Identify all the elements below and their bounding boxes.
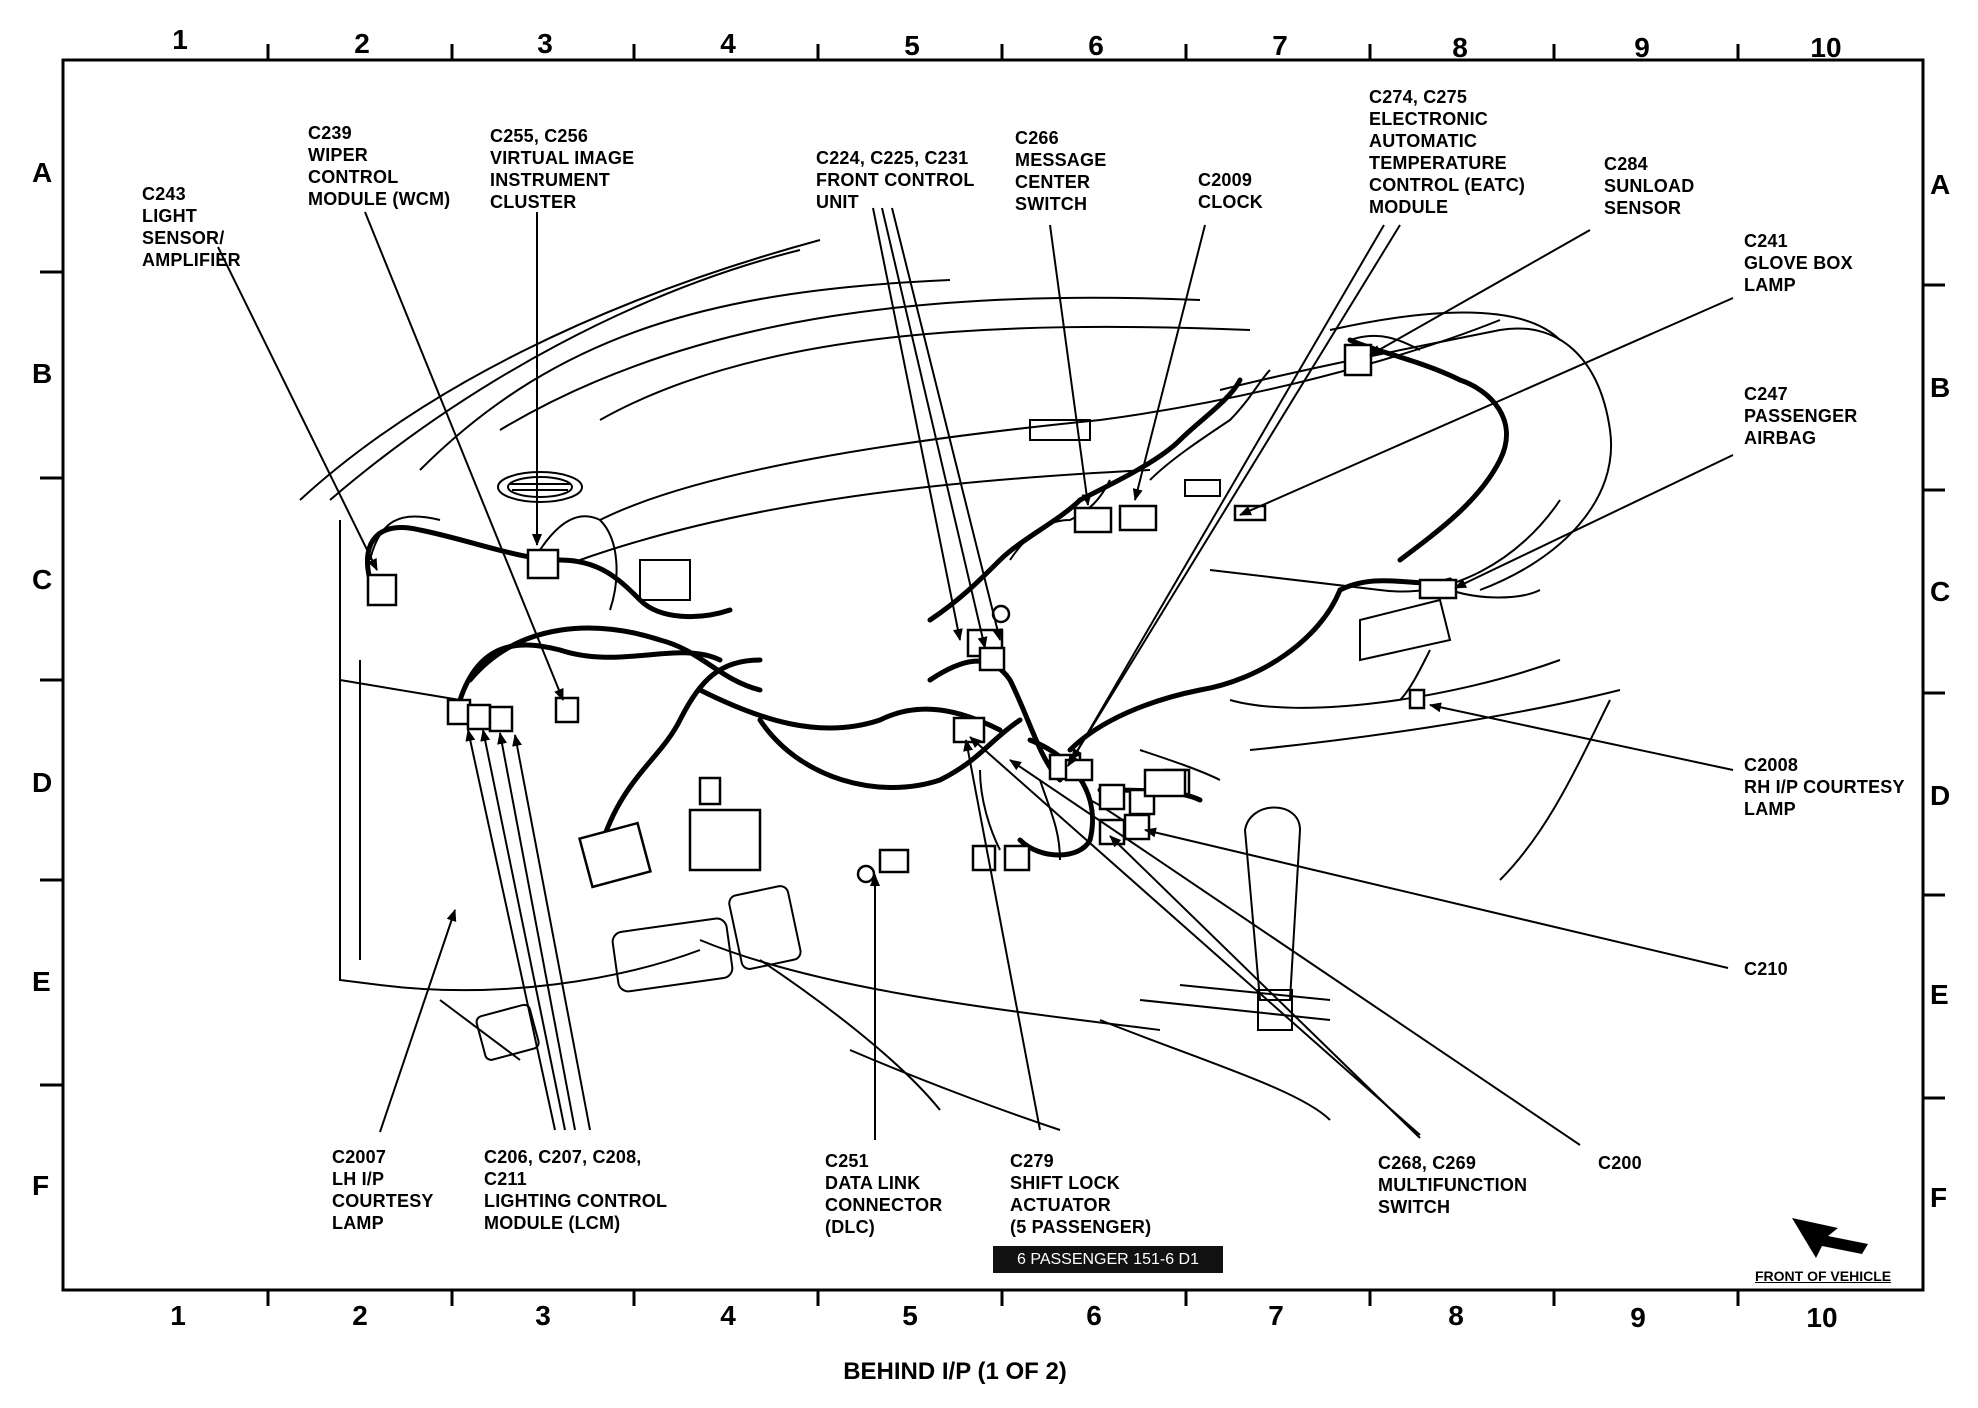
grid-row-right-d: D [1930,780,1951,811]
grid-row-right-f: F [1930,1182,1948,1213]
label-c268-multifunction-switch: C268, C269 MULTIFUNCTION SWITCH [1378,1153,1528,1217]
grid-row-right-e: E [1930,979,1949,1010]
connectors [366,343,1458,889]
grid-col-top-6: 6 [1088,30,1104,61]
grid-col-bottom-4: 4 [720,1300,736,1331]
grid-col-top-7: 7 [1272,30,1288,61]
label-c2007-lh-courtesy-lamp: C2007 LH I/P COURTESY LAMP [332,1147,434,1233]
grid-col-bottom-5: 5 [902,1300,918,1331]
label-c274-eatc-module: C274, C275 ELECTRONIC AUTOMATIC TEMPERAT… [1369,87,1526,217]
grid-col-bottom-6: 6 [1086,1300,1102,1331]
label-c243-light-sensor: C243 LIGHT SENSOR/ AMPLIFIER [142,184,241,270]
grid-row-right-c: C [1930,576,1951,607]
label-c284-sunload-sensor: C284 SUNLOAD SENSOR [1604,154,1695,218]
grid-row-left-c: C [32,564,53,595]
grid-row-left-b: B [32,358,53,389]
grid-col-bottom-2: 2 [352,1300,368,1331]
label-c247-passenger-airbag: C247 PASSENGER AIRBAG [1744,384,1858,448]
grid-col-top-3: 3 [537,28,553,59]
label-c279-shift-lock-actuator: C279 SHIFT LOCK ACTUATOR (5 PASSENGER) [1010,1151,1152,1237]
variant-badge: 6 PASSENGER 151-6 D1 [993,1246,1223,1273]
grid-col-top-1: 1 [172,24,188,55]
label-c2008-rh-courtesy-lamp: C2008 RH I/P COURTESY LAMP [1744,755,1905,819]
label-c255-virtual-image-cluster: C255, C256 VIRTUAL IMAGE INSTRUMENT CLUS… [490,126,635,212]
grid-col-top-4: 4 [720,28,736,59]
label-c241-glove-box-lamp: C241 GLOVE BOX LAMP [1744,231,1853,295]
grid-row-right-b: B [1930,372,1951,403]
label-c266-message-center-switch: C266 MESSAGE CENTER SWITCH [1015,128,1107,214]
diagram-caption: BEHIND I/P (1 OF 2) [843,1358,1067,1385]
wiring-harness-thin [369,334,1541,861]
label-c239-wiper-control-module: C239 WIPER CONTROL MODULE (WCM) [308,123,451,209]
grid-row-right-a: A [1930,169,1951,200]
label-c206-lighting-control-module: C206, C207, C208, C211 LIGHTING CONTROL … [484,1147,668,1233]
grid-row-left-a: A [32,157,53,188]
label-c200: C200 [1598,1153,1642,1173]
grid-col-bottom-3: 3 [535,1300,551,1331]
dashboard-illustration [299,239,1621,1131]
grid-col-bottom-7: 7 [1268,1300,1284,1331]
grid-col-bottom-9: 9 [1630,1302,1646,1333]
grid-row-left-f: F [32,1170,50,1201]
grid-col-top-9: 9 [1634,32,1650,63]
front-arrow-icon [1792,1218,1868,1258]
front-of-vehicle-label: FRONT OF VEHICLE [1755,1268,1892,1284]
grid-col-bottom-10: 10 [1806,1302,1838,1333]
grid-col-top-10: 10 [1810,32,1842,63]
label-c251-data-link-connector: C251 DATA LINK CONNECTOR (DLC) [825,1151,943,1237]
label-c224-front-control-unit: C224, C225, C231 FRONT CONTROL UNIT [816,148,975,212]
grid-row-left-d: D [32,767,53,798]
wiring-harness [364,337,1509,858]
leader-lines [217,207,1734,1146]
grid-col-top-2: 2 [354,28,370,59]
diagram-frame [40,44,1945,1306]
grid-row-left-e: E [32,966,51,997]
grid-col-top-8: 8 [1452,32,1468,63]
grid-col-bottom-1: 1 [170,1300,186,1331]
grid-col-bottom-8: 8 [1448,1300,1464,1331]
label-c210: C210 [1744,959,1788,979]
label-c2009-clock: C2009 CLOCK [1198,170,1263,212]
grid-col-top-5: 5 [904,30,920,61]
